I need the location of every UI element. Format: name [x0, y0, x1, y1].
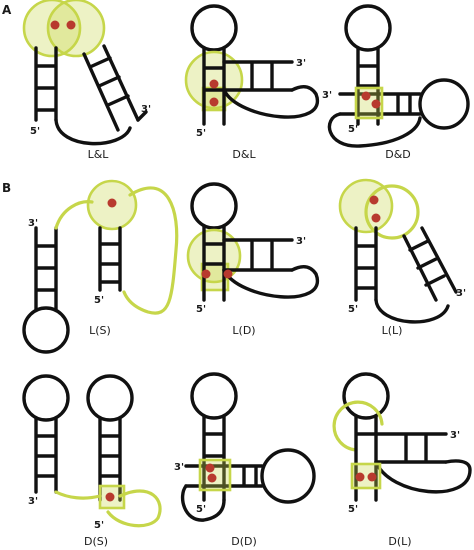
hairpin-loop: [342, 372, 390, 420]
strand-connector: [180, 484, 226, 522]
stem-helix: [202, 224, 226, 302]
end-label-3: 3': [322, 90, 332, 101]
panel-b-d-d: 3' 5' D(D): [174, 372, 316, 548]
hairpin-loop: [190, 4, 238, 52]
contact-dot: [209, 79, 219, 89]
panel-caption: D(S): [84, 535, 108, 548]
hairpin-loop: [86, 374, 134, 422]
hairpin-loop: [190, 182, 238, 230]
section-b-label: B: [2, 181, 11, 195]
end-label-3: 3': [296, 58, 306, 69]
end-label-3: 3': [456, 288, 466, 299]
end-label-5: 5': [348, 504, 358, 515]
panel-b-d-s: 3' 5' D(S): [22, 374, 162, 548]
stem-helix: [34, 416, 58, 494]
section-a-label: A: [2, 3, 12, 17]
end-label-3: 3': [296, 236, 306, 247]
contact-dot: [369, 195, 379, 205]
contact-dot: [201, 269, 211, 279]
contact-dot: [355, 472, 365, 482]
side-stem: [222, 60, 294, 92]
contact-dot: [371, 213, 381, 223]
end-label-3: 3': [28, 218, 38, 229]
hairpin-loop: [22, 374, 70, 422]
panel-caption: D&L: [232, 148, 256, 161]
end-label-3: 3': [28, 496, 38, 507]
panel-caption: L&L: [88, 148, 110, 161]
contact-dot: [361, 91, 371, 101]
panel-caption: D(L): [388, 535, 411, 548]
loop-highlight: [332, 400, 384, 452]
hairpin-loop: [260, 448, 316, 504]
strand-connector: [222, 265, 320, 299]
panel-caption: D&D: [385, 148, 411, 161]
panel-caption: D(D): [231, 535, 257, 548]
side-stem: [222, 238, 294, 272]
end-label-3: 3': [450, 430, 460, 441]
side-stem: [374, 432, 448, 464]
panel-b-l-l: 3' 5' L(L): [338, 178, 466, 337]
panel-b-d-l: 3' 5' D(L): [332, 372, 472, 548]
end-label-5: 5': [30, 126, 40, 137]
end-label-5: 5': [348, 304, 358, 315]
stem-helix: [354, 414, 378, 502]
side-stem: [184, 464, 264, 488]
stem-helix: [356, 46, 380, 126]
end-label-5: 5': [94, 520, 104, 531]
stem-helix: [98, 416, 122, 502]
strand-connector: [54, 200, 94, 230]
end-label-5: 5': [94, 295, 104, 306]
end-label-5: 5': [196, 128, 206, 139]
stem-helix: [354, 226, 378, 302]
contact-dot: [107, 198, 117, 208]
strand-connector: [106, 489, 162, 528]
contact-dot: [105, 492, 115, 502]
contact-dot: [367, 472, 377, 482]
panel-b-l-d: 3' 5' L(D): [186, 182, 320, 337]
strand-connector: [327, 112, 422, 148]
end-label-3: 3': [141, 104, 151, 115]
loop-highlight: [364, 184, 420, 240]
panel-b-l-s: 3' 5' L(S): [22, 179, 179, 354]
stem-helix: [34, 46, 58, 122]
panel-caption: L(L): [382, 324, 403, 337]
strand-connector: [222, 85, 320, 119]
stem-helix: [82, 44, 140, 132]
contact-dot: [223, 269, 233, 279]
strand-connector: [122, 186, 179, 315]
stem-helix: [202, 414, 226, 502]
side-stem: [338, 92, 422, 116]
end-label-5: 5': [348, 124, 358, 135]
contact-dot: [209, 97, 219, 107]
strand-connector: [374, 298, 450, 324]
panel-a-d-and-l: 3' 5' D&L: [184, 4, 320, 161]
stem-helix: [402, 226, 458, 302]
strand-connector: [54, 118, 132, 146]
panel-a-l-and-l: 5' 3' L&L: [22, 0, 151, 161]
end-label-5: 5': [196, 304, 206, 315]
contact-dot: [205, 463, 215, 473]
hairpin-loop: [418, 78, 470, 130]
hairpin-loop: [344, 4, 392, 52]
hairpin-loop: [190, 372, 238, 420]
contact-dot: [207, 473, 217, 483]
contact-dot: [50, 20, 60, 30]
contact-dot: [371, 99, 381, 109]
end-label-5: 5': [196, 504, 206, 515]
stem-helix: [98, 226, 122, 292]
loop-highlight: [46, 0, 106, 58]
strand-connector: [374, 459, 472, 494]
end-label-3: 3': [174, 462, 184, 473]
panel-caption: L(D): [232, 324, 255, 337]
strand-end: [136, 110, 148, 122]
hairpin-loop: [22, 306, 70, 354]
contact-dot: [66, 20, 76, 30]
stem-helix: [202, 46, 226, 126]
strand-connector: [54, 490, 102, 500]
stem-helix: [34, 226, 58, 312]
panel-caption: L(S): [89, 324, 111, 337]
panel-a-d-and-d: 3' 5' D&D: [322, 4, 470, 161]
